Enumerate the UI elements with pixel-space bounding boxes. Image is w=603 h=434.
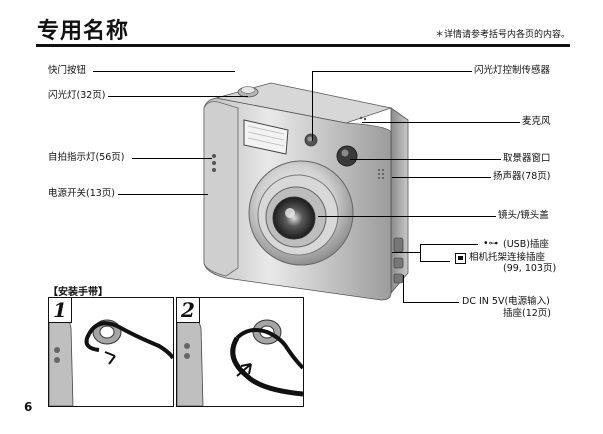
label-cradle-pages: (99, 103页) [503, 263, 557, 274]
leader-dcin-h [403, 302, 459, 303]
label-lens: 镜头/镜头盖 [498, 210, 549, 221]
cradle-icon [455, 253, 466, 264]
leader-shutter [93, 71, 235, 72]
label-power-switch: 电源开关(13页) [48, 188, 116, 199]
title-divider [36, 44, 570, 47]
strap-step-2-panel: 2 [176, 297, 304, 407]
step-1-number: 1 [49, 298, 72, 323]
label-shutter-button: 快门按钮 [48, 65, 87, 76]
label-self-timer-lamp: 自拍指示灯(56页) [48, 152, 125, 163]
leader-lens [318, 216, 496, 217]
page-title: 专用名称 [37, 19, 130, 44]
leader-ports-join [392, 252, 420, 253]
leader-speaker [392, 177, 491, 178]
leader-ports-v [420, 244, 421, 261]
label-microphone: 麦克风 [522, 116, 551, 127]
leader-cradle-h [420, 261, 450, 262]
page-number: 6 [24, 400, 33, 414]
strap-step-1-illustration [49, 307, 173, 406]
step-2-number: 2 [177, 298, 200, 323]
leader-microphone [362, 122, 520, 123]
label-usb-socket: (USB)插座 [503, 239, 549, 250]
strap-step-2-illustration [177, 307, 303, 406]
leader-usb-h [420, 244, 478, 245]
leader-viewfinder [350, 159, 501, 160]
leader-flash-sensor-v [312, 71, 313, 141]
label-dc-in: DC IN 5V(电源输入) [462, 296, 550, 307]
leader-power [118, 194, 208, 195]
label-flash-sensor: 闪光灯控制传感器 [474, 65, 551, 76]
strap-section-title: 【安装手带】 [48, 287, 108, 298]
label-flash: 闪光灯(32页) [48, 90, 106, 101]
leader-dcin-v [403, 275, 404, 302]
leader-flash-sensor-h [312, 71, 472, 72]
strap-step-1-panel: 1 [48, 297, 174, 407]
label-dc-in-pages: 插座(12页) [503, 308, 552, 319]
label-viewfinder: 取景器窗口 [503, 153, 551, 164]
leader-self-timer [132, 158, 212, 159]
label-cradle-socket: 相机托架连接插座 [469, 252, 546, 263]
camera-illustration [203, 82, 409, 301]
usb-icon: •⊶ [483, 238, 499, 249]
label-speaker: 扬声器(78页) [493, 171, 551, 182]
leader-flash [108, 96, 248, 97]
page-note: ＊详情请参考括号内各页的内容。 [434, 30, 570, 40]
